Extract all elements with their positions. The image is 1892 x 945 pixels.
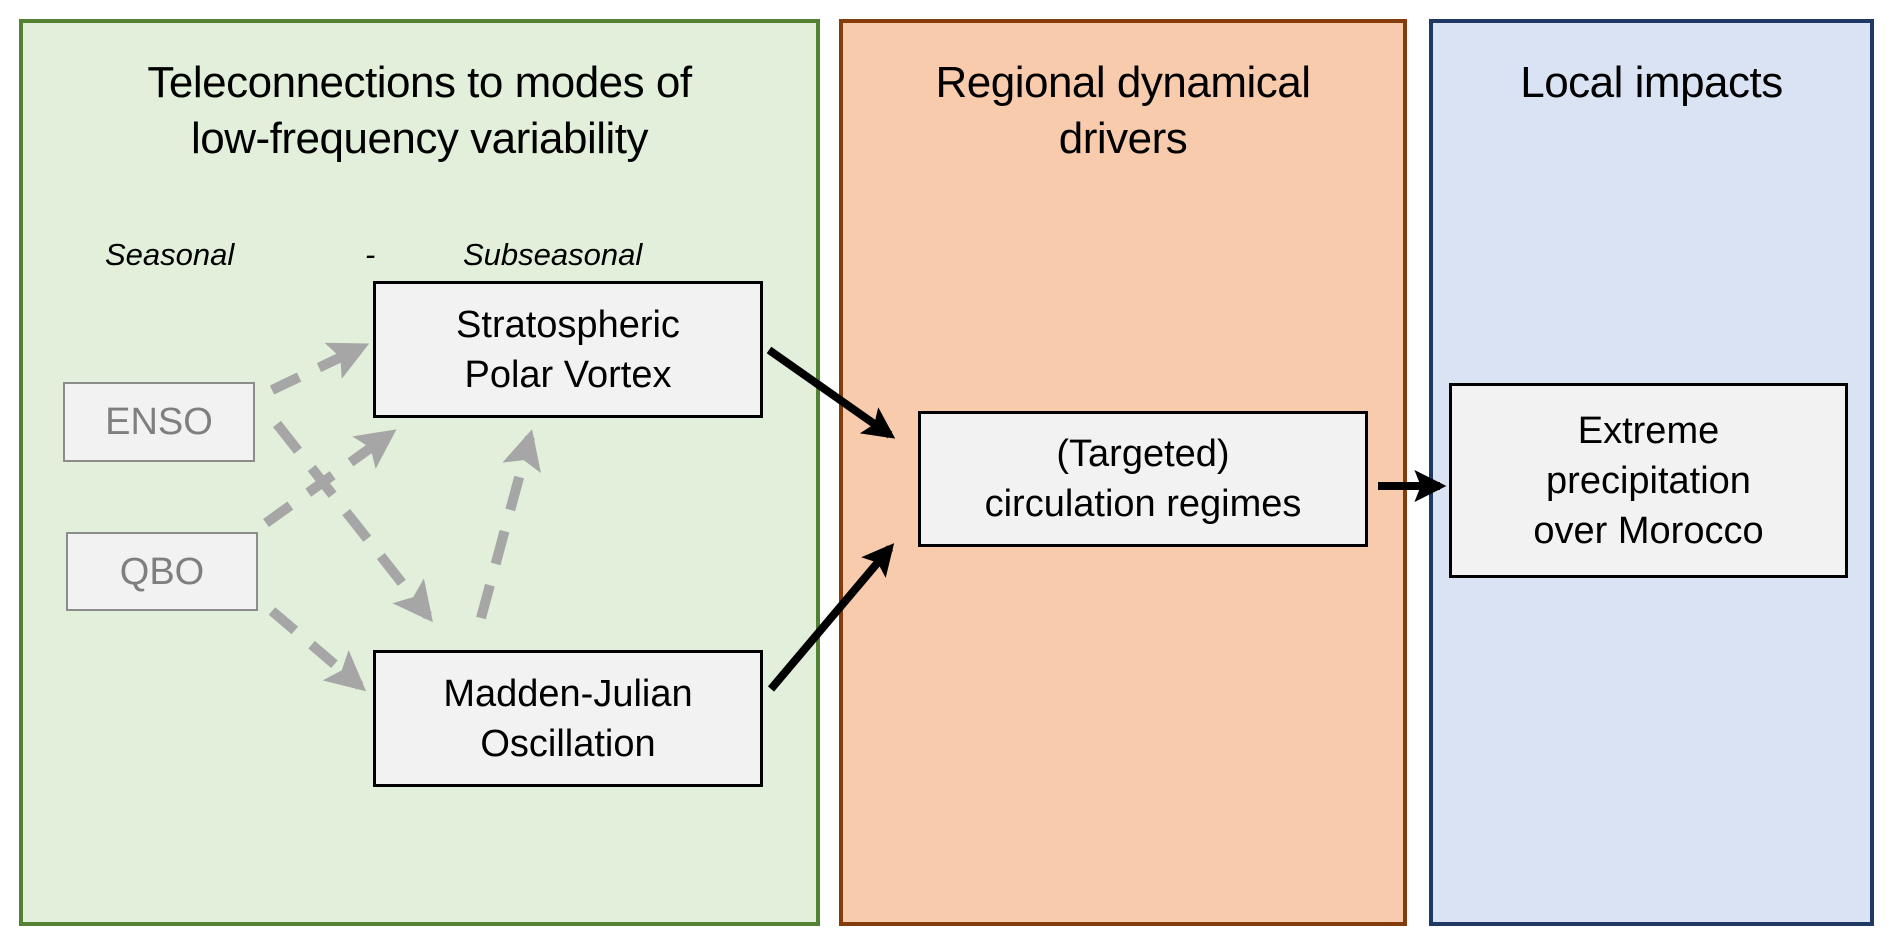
local-impacts-title: Local impacts: [1433, 55, 1870, 111]
teleconnections-title-line1: Teleconnections to modes of: [147, 58, 692, 107]
extreme-precipitation-node: Extreme precipitation over Morocco: [1449, 383, 1848, 578]
timescale-seasonal-label: Seasonal: [105, 237, 235, 272]
extreme-label-line2: precipitation: [1546, 459, 1751, 502]
circulation-regimes-node: (Targeted) circulation regimes: [918, 411, 1368, 547]
regimes-label-line2: circulation regimes: [984, 483, 1302, 525]
teleconnections-panel: Teleconnections to modes of low-frequenc…: [19, 19, 820, 926]
enso-label: ENSO: [105, 401, 213, 443]
enso-node: ENSO: [63, 382, 255, 462]
timescale-separator: -: [365, 237, 376, 272]
mjo-label-line1: Madden-Julian: [443, 672, 693, 715]
local-title-line1: Local impacts: [1520, 58, 1783, 107]
polar-vortex-label-line2: Polar Vortex: [464, 353, 672, 396]
regional-title-line1: Regional dynamical: [935, 58, 1312, 107]
mjo-label-line2: Oscillation: [480, 722, 656, 765]
polar-vortex-label-line1: Stratospheric: [456, 303, 680, 346]
timescale-subseasonal-label: Subseasonal: [463, 237, 643, 272]
extreme-label-line3: over Morocco: [1533, 509, 1764, 552]
qbo-label: QBO: [119, 550, 205, 593]
regional-title-line2: drivers: [1058, 114, 1188, 163]
regimes-label-line1: (Targeted): [1056, 433, 1230, 475]
extreme-label-line1: Extreme: [1577, 409, 1720, 452]
regional-drivers-title: Regional dynamical drivers: [843, 55, 1403, 167]
mjo-node: Madden-Julian Oscillation: [373, 650, 763, 787]
qbo-node: QBO: [66, 532, 258, 611]
teleconnections-title-line2: low-frequency variability: [190, 114, 649, 163]
polar-vortex-node: Stratospheric Polar Vortex: [373, 281, 763, 418]
teleconnections-title: Teleconnections to modes of low-frequenc…: [23, 55, 816, 167]
